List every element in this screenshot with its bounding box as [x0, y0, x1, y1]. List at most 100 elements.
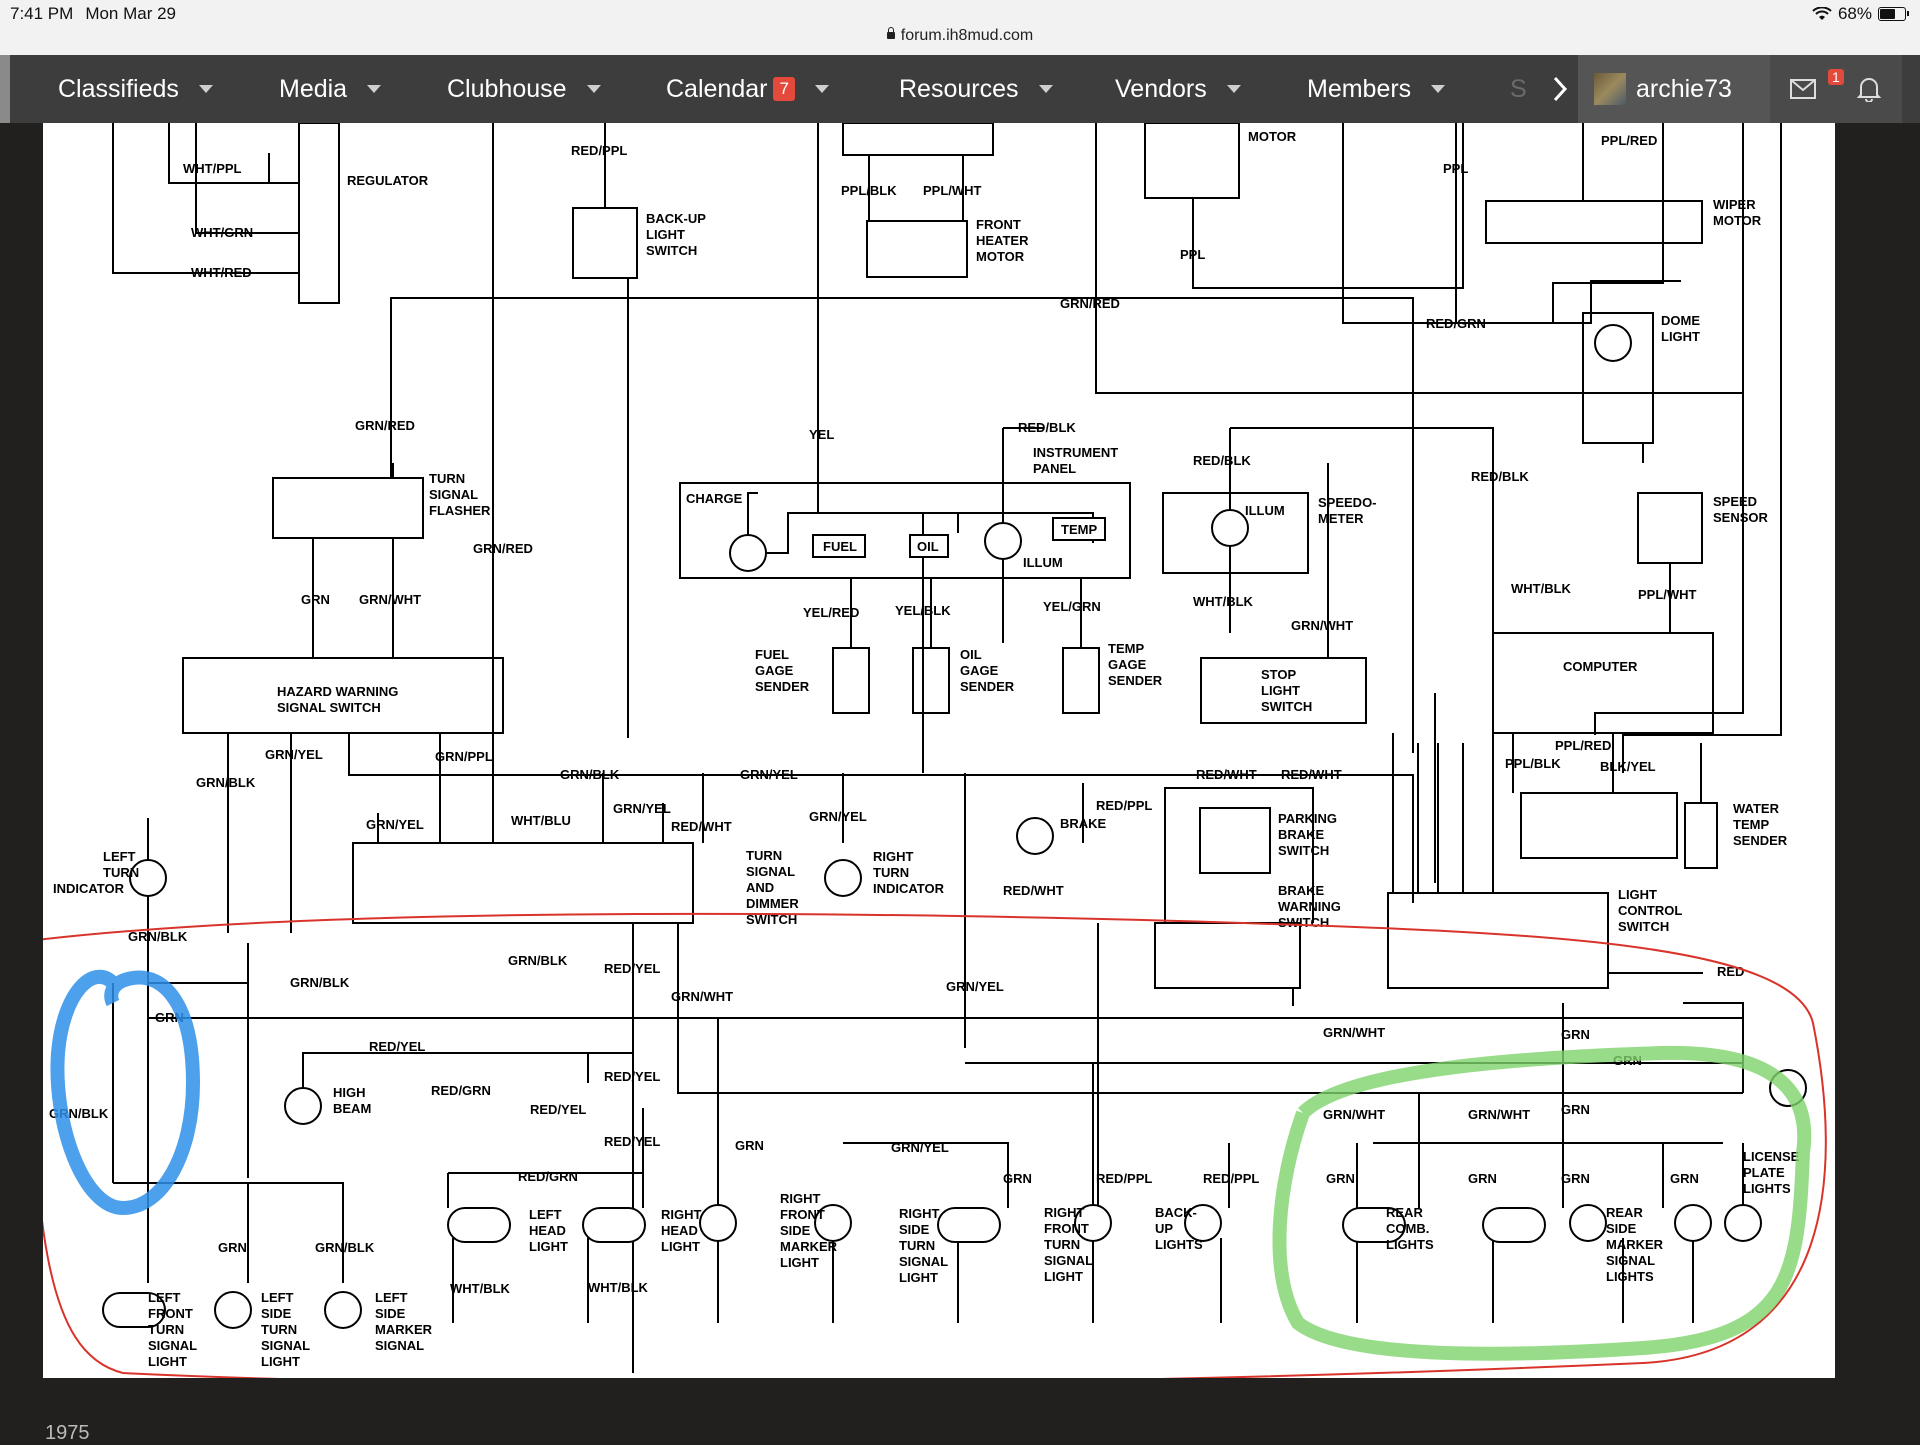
diagram-label: RED/PPL [1203, 1171, 1259, 1186]
calendar-badge: 7 [773, 77, 795, 101]
diagram-label: WHT/BLK [1193, 594, 1254, 609]
diagram-label: GRN/WHT [1323, 1025, 1385, 1040]
diagram-label: HAZARD WARNING [277, 684, 398, 699]
diagram-label: SPEED [1713, 494, 1757, 509]
diagram-label: MOTOR [1248, 129, 1297, 144]
diagram-label: LIGHT [780, 1255, 819, 1270]
diagram-label: LEFT [529, 1207, 562, 1222]
status-date: Mon Mar 29 [85, 4, 177, 23]
diagram-label: RED/YEL [604, 1134, 660, 1149]
diagram-label: OIL [960, 647, 982, 662]
diagram-label: FUEL [755, 647, 789, 662]
diagram-label: RED/WHT [1281, 767, 1342, 782]
diagram-label: RED/PPL [1096, 798, 1152, 813]
charge-lamp [729, 534, 767, 572]
illum-lamp [984, 522, 1022, 560]
diagram-label: SIDE [899, 1222, 930, 1237]
diagram-label: SIGNAL [746, 864, 795, 879]
diagram-label: REAR [1606, 1205, 1643, 1220]
diagram-label: TEMP [1061, 522, 1097, 537]
diagram-label: PPL/WHT [1638, 587, 1697, 602]
diagram-label: SWITCH [1278, 915, 1329, 930]
diagram-label: SWITCH [1278, 843, 1329, 858]
status-indicators: 68% [1812, 4, 1909, 24]
page-footer-text: 1975 [45, 1422, 90, 1444]
diagram-label: GRN/YEL [809, 809, 867, 824]
diagram-label: GRN [301, 592, 330, 607]
nav-item-vendors[interactable]: Vendors [1115, 55, 1241, 123]
chevron-down-icon[interactable] [1226, 85, 1241, 93]
diagram-label: LIGHT [1661, 329, 1700, 344]
diagram-label: GRN/WHT [359, 592, 421, 607]
chevron-down-icon[interactable] [367, 85, 382, 93]
chevron-down-icon[interactable] [1038, 85, 1053, 93]
nav-item-clubhouse[interactable]: Clubhouse [447, 55, 601, 123]
diagram-label: BRAKE [1278, 827, 1325, 842]
chevron-down-icon[interactable] [586, 85, 601, 93]
diagram-label: SPEEDO- [1318, 495, 1377, 510]
brake-lamp [1016, 817, 1054, 855]
diagram-label: STOP [1261, 667, 1296, 682]
diagram-label: GRN/BLK [196, 775, 256, 790]
address-bar[interactable]: forum.ih8mud.com [0, 27, 1920, 45]
right-side-turn-signal [814, 1204, 852, 1242]
diagram-label: RED/WHT [1196, 767, 1257, 782]
diagram-label: LEFT [375, 1290, 408, 1305]
diagram-label: GRN/BLK [290, 975, 350, 990]
diagram-label: YEL/RED [803, 605, 859, 620]
diagram-label: LEFT [261, 1290, 294, 1305]
nav-item-overflow[interactable]: S [1510, 74, 1527, 103]
diagram-label: TURN [1044, 1237, 1080, 1252]
diagram-label: RIGHT [1044, 1205, 1085, 1220]
diagram-label: GRN/YEL [613, 801, 671, 816]
green-annotation-circle [1272, 1045, 1812, 1361]
diagram-label: WHT/RED [191, 265, 252, 280]
avatar[interactable] [1594, 73, 1626, 105]
chevron-right-icon[interactable] [1545, 55, 1575, 123]
high-beam-lamp [284, 1087, 322, 1125]
diagram-label: LIGHTS [1155, 1237, 1203, 1252]
messages-button[interactable] [1770, 55, 1836, 123]
nav-item-media[interactable]: Media [279, 55, 382, 123]
alerts-button[interactable] [1836, 55, 1902, 123]
chevron-down-icon[interactable] [1431, 85, 1446, 93]
diagram-label: FRONT [780, 1207, 825, 1222]
nav-item-members[interactable]: Members [1307, 55, 1446, 123]
diagram-label: SIGNAL [1606, 1253, 1655, 1268]
diagram-label: FLASHER [429, 503, 491, 518]
diagram-label: LIGHTS [1743, 1181, 1791, 1196]
diagram-label: TURN [429, 471, 465, 486]
nav-item-resources[interactable]: Resources [899, 55, 1053, 123]
diagram-label: GRN/BLK [315, 1240, 375, 1255]
diagram-label: GRN/RED [473, 541, 533, 556]
diagram-label: SENDER [755, 679, 810, 694]
diagram-label: RED/WHT [1003, 883, 1064, 898]
diagram-label: GRN/YEL [946, 979, 1004, 994]
nav-scroll-left[interactable] [0, 55, 10, 123]
diagram-label: RIGHT [899, 1206, 940, 1221]
chevron-down-icon[interactable] [814, 85, 829, 93]
url-text: forum.ih8mud.com [900, 27, 1034, 44]
diagram-label: SIGNAL SWITCH [277, 700, 381, 715]
user-menu[interactable]: archie73 [1578, 55, 1770, 123]
diagram-label: BLK/YEL [1600, 759, 1656, 774]
nav-item-classifieds[interactable]: Classifieds [58, 55, 213, 123]
diagram-label: TURN [148, 1322, 184, 1337]
diagram-label: OIL [917, 539, 939, 554]
diagram-label: SIGNAL [261, 1338, 310, 1353]
diagram-label: PLATE [1743, 1165, 1785, 1180]
diagram-label: SENDER [960, 679, 1015, 694]
diagram-label: COMB. [1386, 1221, 1429, 1236]
diagram-label: RED/YEL [369, 1039, 425, 1054]
diagram-label: GRN [1468, 1171, 1497, 1186]
chevron-down-icon[interactable] [198, 85, 213, 93]
diagram-label: RED/PPL [1096, 1171, 1152, 1186]
diagram-label: GRN [735, 1138, 764, 1153]
battery-fill [1880, 9, 1895, 19]
diagram-label: RIGHT [873, 849, 914, 864]
diagram-label: GRN/WHT [1323, 1107, 1385, 1122]
rear-side-marker-1 [1569, 1204, 1607, 1242]
diagram-label: WHT/BLK [588, 1280, 649, 1295]
diagram-label: AND [746, 880, 774, 895]
